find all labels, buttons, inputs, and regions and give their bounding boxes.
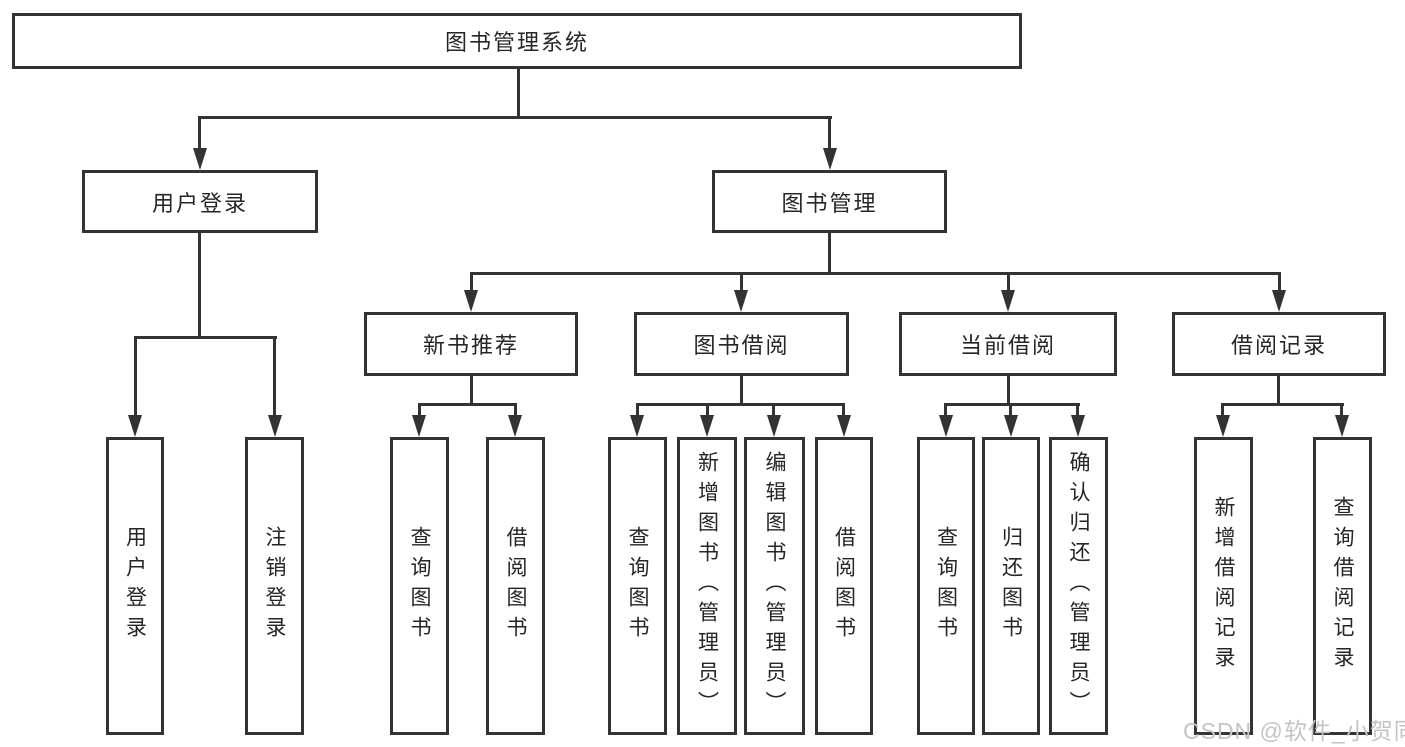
leaf-confirm-return-admin-label: 确认归还（管理员） (1067, 451, 1090, 721)
arrow-down-icon (823, 148, 837, 170)
node-user-login-label: 用户登录 (151, 190, 248, 216)
connector-line (842, 403, 845, 417)
arrow-down-icon (268, 415, 282, 437)
leaf-add-borrow-record-label: 新增借阅记录 (1212, 496, 1235, 676)
arrow-down-icon (837, 415, 851, 437)
leaf-edit-book-admin-label: 编辑图书（管理员） (763, 451, 786, 721)
connector-line (706, 403, 709, 417)
leaf-logout-label: 注销登录 (263, 526, 286, 646)
arrow-down-icon (700, 415, 714, 437)
arrow-down-icon (767, 415, 781, 437)
leaf-query-books-current-label: 查询图书 (934, 526, 958, 646)
connector-line (198, 233, 201, 338)
leaf-borrow-books-recommend: 借阅图书 (486, 437, 545, 735)
arrow-down-icon (128, 415, 142, 437)
connector-line (134, 336, 277, 339)
node-new-book-recommend-label: 新书推荐 (422, 333, 519, 358)
arrow-down-icon (193, 148, 207, 170)
leaf-borrow-books-borrowing: 借阅图书 (815, 437, 873, 735)
leaf-return-book: 归还图书 (982, 437, 1040, 735)
connector-line (944, 403, 947, 417)
node-book-borrowing: 图书借阅 (634, 312, 849, 376)
leaf-query-books-current: 查询图书 (917, 437, 975, 735)
leaf-query-books-recommend: 查询图书 (390, 437, 449, 735)
connector-line (198, 116, 832, 119)
arrow-down-icon (508, 415, 522, 437)
leaf-borrow-books-recommend-label: 借阅图书 (504, 526, 527, 646)
arrow-down-icon (734, 290, 748, 312)
node-current-borrowing: 当前借阅 (899, 312, 1117, 376)
leaf-borrow-books-borrowing-label: 借阅图书 (832, 526, 856, 646)
node-borrowing-records-label: 借阅记录 (1230, 333, 1327, 358)
leaf-user-login: 用户登录 (106, 437, 164, 735)
connector-line (1340, 403, 1343, 417)
leaf-add-book-admin-label: 新增图书（管理员） (695, 451, 719, 721)
connector-line (1007, 376, 1010, 405)
arrow-down-icon (939, 415, 953, 437)
node-book-management-label: 图书管理 (781, 190, 878, 216)
connector-line (134, 336, 137, 416)
arrow-down-icon (1001, 290, 1015, 312)
arrow-down-icon (1335, 415, 1349, 437)
leaf-query-books-recommend-label: 查询图书 (408, 526, 431, 646)
connector-line (772, 403, 775, 417)
node-new-book-recommend: 新书推荐 (364, 312, 578, 376)
leaf-add-borrow-record: 新增借阅记录 (1194, 437, 1253, 735)
node-system-root-label: 图书管理系统 (444, 30, 589, 55)
connector-line (1277, 376, 1280, 405)
leaf-logout: 注销登录 (245, 437, 304, 735)
connector-line (1221, 403, 1224, 417)
connector-line (1222, 403, 1344, 406)
leaf-query-books-borrowing: 查询图书 (608, 437, 667, 735)
connector-line (273, 336, 276, 416)
connector-line (1009, 403, 1012, 417)
connector-line (517, 69, 520, 118)
connector-line (740, 376, 743, 405)
connector-line (1007, 272, 1010, 292)
arrow-down-icon (1004, 415, 1018, 437)
arrow-down-icon (1216, 415, 1230, 437)
connector-line (636, 403, 845, 406)
leaf-user-login-label: 用户登录 (123, 526, 147, 646)
arrow-down-icon (630, 415, 644, 437)
node-current-borrowing-label: 当前借阅 (959, 333, 1056, 358)
leaf-query-books-borrowing-label: 查询图书 (626, 526, 649, 646)
connector-line (418, 403, 421, 417)
arrow-down-icon (412, 415, 426, 437)
connector-line (470, 376, 473, 405)
connector-line (636, 403, 639, 417)
connector-line (828, 233, 831, 274)
node-book-borrowing-label: 图书借阅 (693, 333, 790, 358)
leaf-query-borrow-record-label: 查询借阅记录 (1331, 496, 1354, 676)
leaf-edit-book-admin: 编辑图书（管理员） (744, 437, 805, 735)
connector-line (740, 272, 743, 292)
connector-line (514, 403, 517, 417)
connector-line (828, 116, 831, 149)
csdn-watermark: CSDN @软件_小贺同学 (1183, 718, 1405, 744)
node-user-login: 用户登录 (82, 170, 318, 233)
connector-line (1076, 403, 1079, 417)
connector-line (418, 403, 517, 406)
connector-line (1278, 272, 1281, 292)
connector-line (198, 116, 201, 149)
arrow-down-icon (464, 290, 478, 312)
leaf-return-book-label: 归还图书 (999, 526, 1023, 646)
node-system-root: 图书管理系统 (12, 13, 1022, 69)
arrow-down-icon (1272, 290, 1286, 312)
leaf-query-borrow-record: 查询借阅记录 (1313, 437, 1372, 735)
connector-line (945, 403, 1080, 406)
arrow-down-icon (1071, 415, 1085, 437)
connector-line (470, 272, 1281, 275)
connector-line (470, 272, 473, 292)
leaf-add-book-admin: 新增图书（管理员） (677, 437, 737, 735)
leaf-confirm-return-admin: 确认归还（管理员） (1049, 437, 1108, 735)
node-borrowing-records: 借阅记录 (1172, 312, 1386, 376)
node-book-management: 图书管理 (712, 170, 947, 233)
